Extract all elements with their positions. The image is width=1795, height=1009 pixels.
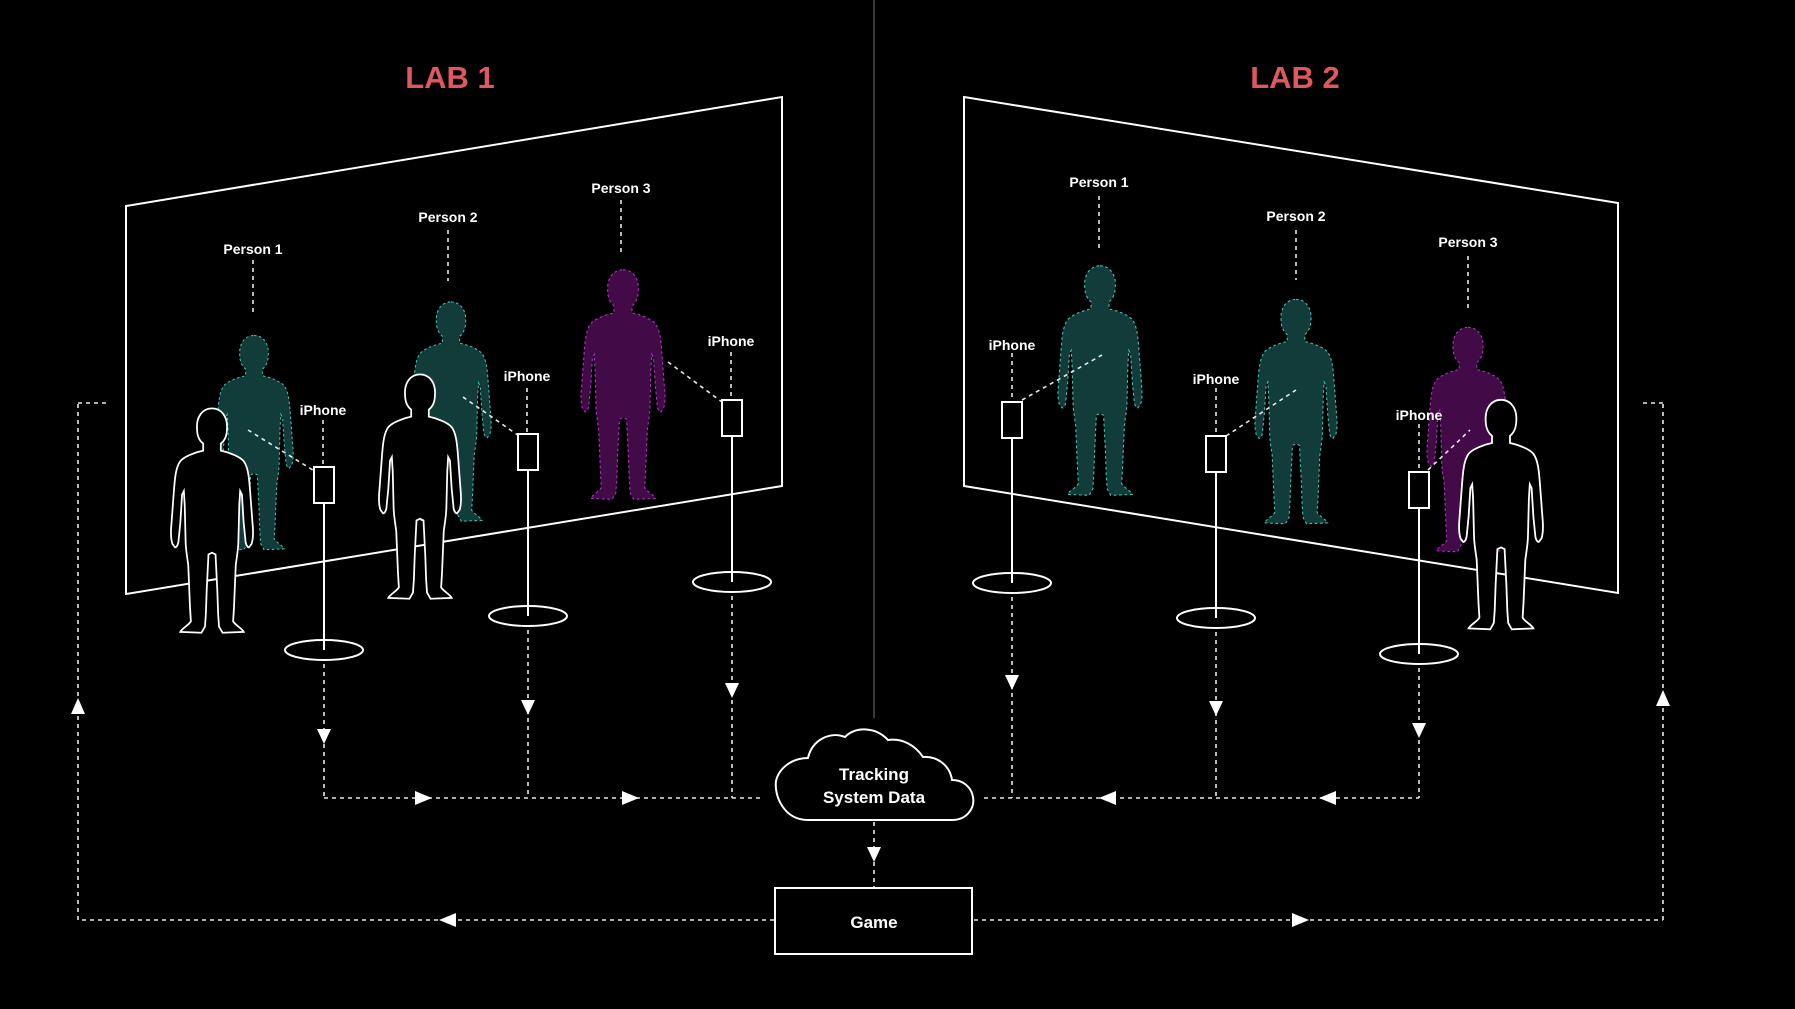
- lab-1-flow: [317, 596, 764, 805]
- lab-1: LAB 1 Person 1 Person 2 Person 3 iPhone …: [71, 60, 783, 927]
- lab-2-iphone-3-label: iPhone: [1396, 407, 1443, 423]
- lab-2-projected-person-2: [1254, 298, 1338, 525]
- lab-1-iphone-stand-2: iPhone: [462, 368, 568, 627]
- lab-2-iphone-1-label: iPhone: [989, 337, 1036, 353]
- lab-1-iphone-3-label: iPhone: [708, 333, 755, 349]
- lab-1-screen: [125, 95, 783, 596]
- lab-1-iphone-2: [517, 433, 539, 471]
- lab-1-game-return: [71, 402, 774, 927]
- lab-1-iphone-stand-3: iPhone: [667, 333, 772, 593]
- lab-1-title: LAB 1: [405, 60, 495, 95]
- cloud-to-game-connector: [867, 822, 881, 888]
- lab-1-iphone-stand-1: iPhone: [247, 402, 364, 661]
- game-label: Game: [850, 913, 897, 932]
- lab-2-iphone-stand-2: iPhone: [1176, 371, 1297, 629]
- lab-2-iphone-stand-3: iPhone: [1379, 407, 1471, 665]
- lab-2-person-2-label: Person 2: [1266, 208, 1325, 224]
- lab-1-person-3-label: Person 3: [591, 180, 650, 196]
- lab-2-iphone-2: [1205, 435, 1227, 473]
- cloud-line-2: System Data: [823, 788, 926, 807]
- lab-1-iphone-2-label: iPhone: [504, 368, 551, 384]
- lab-1-person-2-label: Person 2: [418, 209, 477, 225]
- lab-1-iphone-1: [313, 466, 335, 504]
- lab-2-iphone-2-label: iPhone: [1193, 371, 1240, 387]
- cloud-line-1: Tracking: [839, 765, 909, 784]
- lab-2-iphone-1: [1001, 401, 1023, 439]
- lab-1-iphone-1-label: iPhone: [300, 402, 347, 418]
- game-box: Game: [774, 887, 973, 955]
- lab-1-projected-person-3: [580, 269, 666, 500]
- lab-2-title: LAB 2: [1250, 60, 1340, 95]
- lab-2-flow: [984, 597, 1426, 805]
- lab-2-iphone-3: [1408, 471, 1430, 509]
- lab-2: LAB 2 Person 1 Person 2 Person 3 iPhone …: [963, 60, 1670, 927]
- lab-2-game-return: [974, 402, 1670, 927]
- lab-2-person-1-label: Person 1: [1069, 174, 1128, 190]
- tracking-system-cloud: Tracking System Data: [774, 728, 975, 821]
- lab-1-person-1-label: Person 1: [223, 241, 282, 257]
- lab-2-screen: [963, 95, 1619, 595]
- lab-2-iphone-stand-1: iPhone: [972, 337, 1103, 594]
- lab-2-person-3-label: Person 3: [1438, 234, 1497, 250]
- lab-2-projected-person-1: [1057, 265, 1143, 496]
- lab-1-iphone-3: [721, 399, 743, 437]
